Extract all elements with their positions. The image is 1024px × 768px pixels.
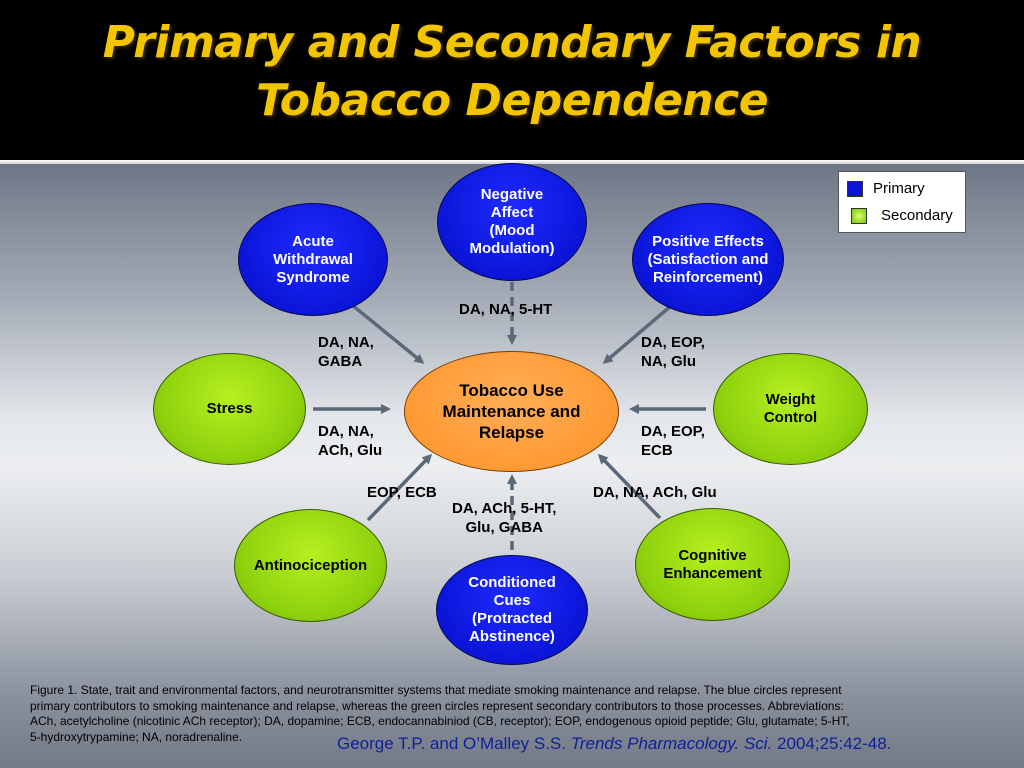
nt-conditioned-cues: DA, ACh, 5-HT, Glu, GABA <box>452 500 557 536</box>
arrow-acute-withdrawal <box>350 303 425 364</box>
factor-positive-effects: Positive Effects (Satisfaction and Reinf… <box>632 203 784 316</box>
factor-acute-withdrawal: Acute Withdrawal Syndrome <box>238 203 388 316</box>
citation-ref: 2004;25:42-48. <box>777 734 892 753</box>
nt-acute-withdrawal: DA, NA, GABA <box>318 334 374 370</box>
nt-weight-control: DA, EOP, ECB <box>641 423 705 459</box>
factor-antinociception-label: Antinociception <box>253 556 368 574</box>
factor-stress: Stress <box>153 353 306 465</box>
legend: Primary Secondary <box>838 171 966 233</box>
legend-primary: Primary <box>847 180 925 197</box>
title-bar: Primary and Secondary Factors in Tobacco… <box>0 0 1024 160</box>
factor-cognitive-enhancement-label: Cognitive Enhancement <box>663 546 762 582</box>
factor-conditioned-cues: Conditioned Cues (Protracted Abstinence) <box>436 555 588 665</box>
central-outcome-label: Tobacco Use Maintenance and Relapse <box>442 381 581 442</box>
factor-weight-control: Weight Control <box>713 353 868 465</box>
arrow-antinociception <box>366 453 433 522</box>
legend-secondary-label: Secondary <box>881 207 953 224</box>
factor-cognitive-enhancement: Cognitive Enhancement <box>635 508 790 621</box>
figure-caption: Figure 1. State, trait and environmental… <box>30 683 850 744</box>
slide-title-line-2: Tobacco Dependence <box>255 75 769 126</box>
citation-authors: George T.P. and O’Malley S.S. <box>337 734 566 753</box>
central-outcome: Tobacco Use Maintenance and Relapse <box>404 351 619 472</box>
slide-title: Primary and Secondary Factors in Tobacco… <box>0 14 1024 130</box>
nt-negative-affect: DA, NA, 5-HT <box>459 301 553 318</box>
factor-negative-affect-label: Negative Affect (Mood Modulation) <box>469 186 555 257</box>
factor-conditioned-cues-label: Conditioned Cues (Protracted Abstinence) <box>468 574 556 645</box>
factor-weight-control-label: Weight Control <box>763 391 818 426</box>
slide-title-line-1: Primary and Secondary Factors in <box>102 17 922 68</box>
factor-negative-affect: Negative Affect (Mood Modulation) <box>437 163 587 281</box>
nt-antinociception: EOP, ECB <box>367 484 437 501</box>
arrow-positive-effects <box>602 303 674 364</box>
citation-journal: Trends Pharmacology. Sci. <box>570 734 773 753</box>
nt-stress: DA, NA, ACh, Glu <box>318 423 383 459</box>
factor-acute-withdrawal-label: Acute Withdrawal Syndrome <box>273 232 353 286</box>
nt-positive-effects: DA, EOP, NA, Glu <box>641 334 705 370</box>
title-divider <box>0 160 1024 164</box>
factor-positive-effects-label: Positive Effects (Satisfaction and Reinf… <box>647 232 769 286</box>
legend-secondary-swatch <box>851 207 867 224</box>
factor-antinociception: Antinociception <box>234 509 387 622</box>
nt-cognitive-enhancement: DA, NA, ACh, Glu <box>593 484 717 501</box>
legend-primary-swatch <box>847 180 863 197</box>
factor-stress-label: Stress <box>206 400 253 417</box>
citation: George T.P. and O’Malley S.S. Trends Pha… <box>337 734 891 754</box>
legend-primary-label: Primary <box>873 180 925 197</box>
arrow-cognitive-enhancement <box>597 453 662 520</box>
legend-secondary: Secondary <box>847 207 953 224</box>
